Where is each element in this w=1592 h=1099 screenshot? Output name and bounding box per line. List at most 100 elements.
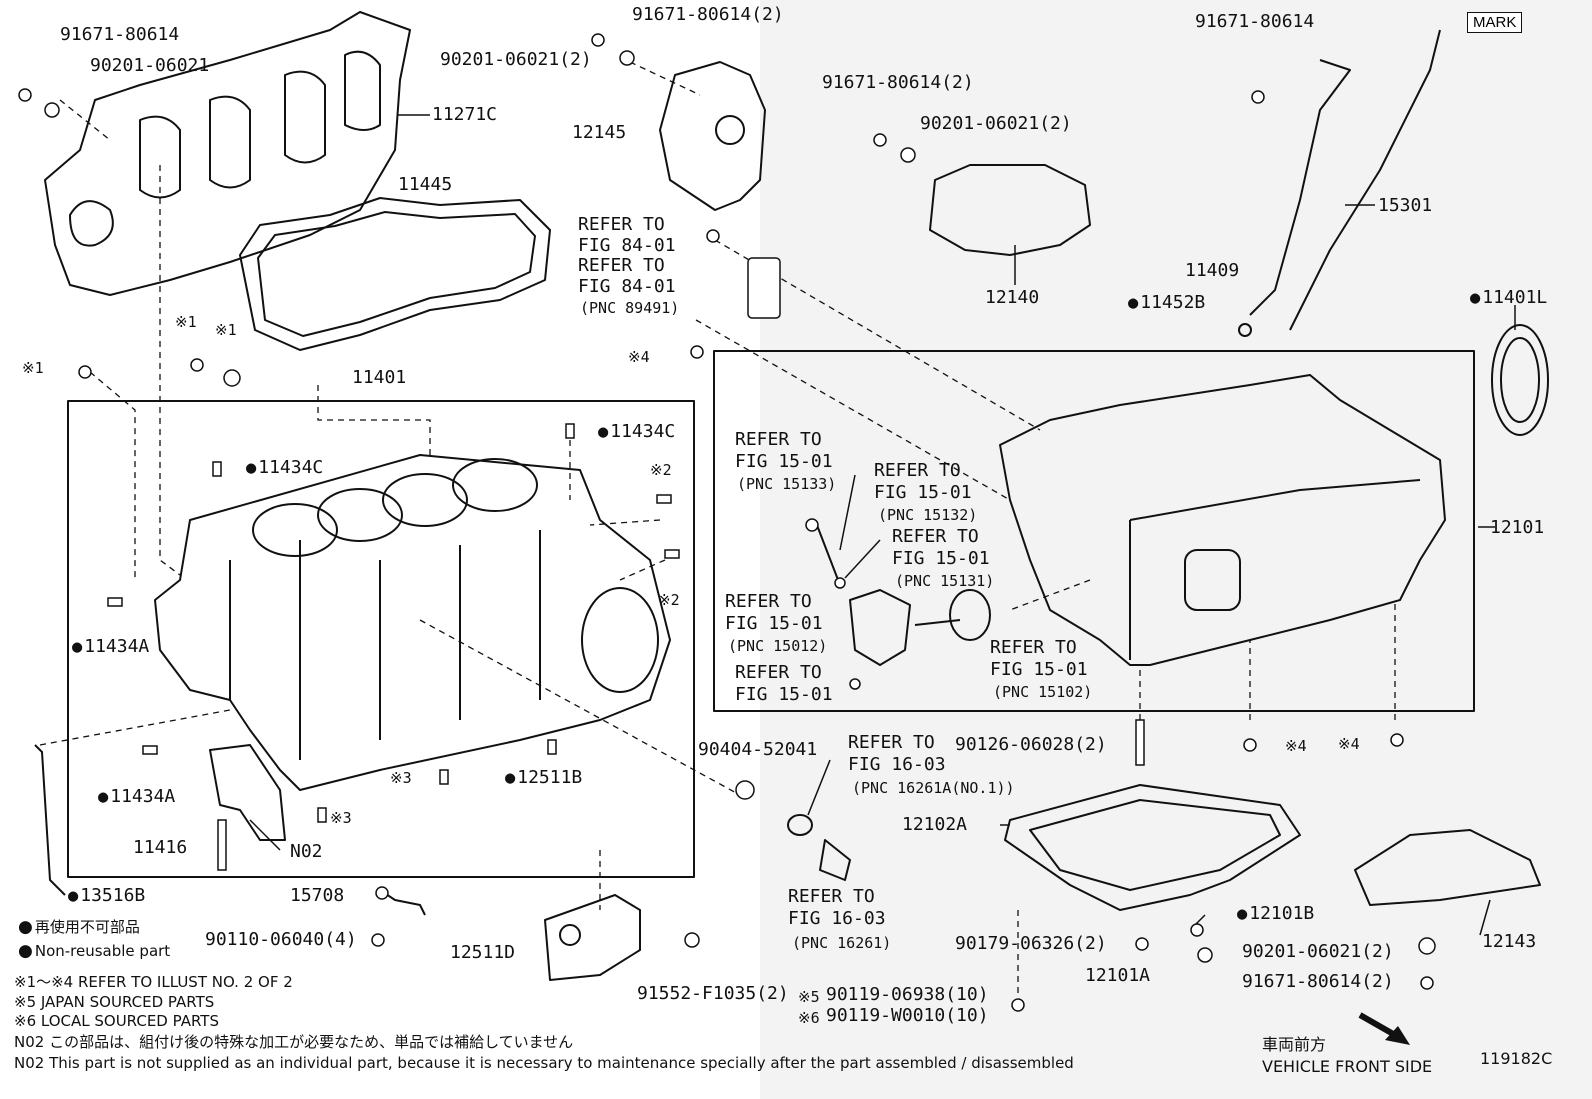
label-fig-84-01-b: FIG 84-01 xyxy=(578,276,676,297)
label-90201-06021-d: 90201-06021(2) xyxy=(1242,941,1394,962)
label-12145: 12145 xyxy=(572,122,627,143)
label-fig-84-01-a: FIG 84-01 xyxy=(578,235,676,256)
label-11445: 11445 xyxy=(398,174,453,195)
label-12101: 12101 xyxy=(1490,517,1545,538)
label-90119-06938: 90119-06938(10) xyxy=(826,984,989,1005)
label-90201-06021-c: 90201-06021(2) xyxy=(920,113,1072,134)
label-12511b: 12511B xyxy=(505,768,582,788)
legend-n02-en: N02 This part is not supplied as an indi… xyxy=(14,1054,1074,1072)
legend-jp-nonreusable: 再使用不可部品 xyxy=(18,918,140,936)
hose-shape xyxy=(819,839,851,881)
label-11401l: 11401L xyxy=(1470,288,1547,308)
pin-13516b-shape xyxy=(34,744,66,896)
label-11409: 11409 xyxy=(1185,260,1240,281)
label-11401: 11401 xyxy=(352,367,407,388)
label-11434a-a: 11434A xyxy=(72,637,149,657)
label-x5: ※5 xyxy=(798,988,820,1006)
oilpan-upper-shape xyxy=(999,374,1446,666)
oilpan-lower-shape xyxy=(1004,784,1301,911)
oil-seal-shape xyxy=(1491,324,1549,436)
pump-rotor-shape xyxy=(949,589,991,641)
label-x1-c: ※1 xyxy=(22,359,44,377)
label-pnc-89491: (PNC 89491) xyxy=(580,299,680,317)
label-11271c: 11271C xyxy=(432,104,498,125)
label-refer-1603-a: REFER TO xyxy=(848,732,935,753)
gasket-shape xyxy=(239,197,551,351)
label-refer-to-1a: REFER TO xyxy=(578,214,665,235)
bearing-cap-shape xyxy=(209,744,286,841)
label-15708: 15708 xyxy=(290,885,345,906)
intake-manifold-shape xyxy=(44,11,411,296)
block-group-frame xyxy=(67,400,695,878)
label-refer-15102-c: (PNC 15102) xyxy=(993,683,1093,701)
label-refer-to-2a: REFER TO xyxy=(578,255,665,276)
label-x4-c: ※4 xyxy=(1338,735,1360,753)
label-refer-15133-b: FIG 15-01 xyxy=(735,451,833,472)
label-91671-80614-e: 91671-80614(2) xyxy=(1242,971,1394,992)
oilpan-group-frame xyxy=(713,350,1475,712)
legend-n02-jp: N02 この部品は、組付け後の特殊な加工が必要なため、単品では補給していません xyxy=(14,1033,574,1051)
label-91671-80614-c: 91671-80614(2) xyxy=(822,72,974,93)
label-refer-15133-c: (PNC 15133) xyxy=(737,475,837,493)
label-refer-1501-a: REFER TO xyxy=(735,662,822,683)
label-mark: MARK xyxy=(1467,12,1523,33)
label-refer-15012-c: (PNC 15012) xyxy=(728,637,828,655)
label-refer-15132-a: REFER TO xyxy=(874,460,961,481)
label-90119-w0010: 90119-W0010(10) xyxy=(826,1005,989,1026)
label-x2-a: ※2 xyxy=(650,461,672,479)
label-refer-1501-b: FIG 15-01 xyxy=(735,684,833,705)
label-11434c-a: 11434C xyxy=(598,422,675,442)
legend-note-5: ※5 JAPAN SOURCED PARTS xyxy=(14,993,215,1011)
label-12102a: 12102A xyxy=(902,814,968,835)
label-x6: ※6 xyxy=(798,1009,820,1027)
label-91552-f1035: 91552-F1035(2) xyxy=(637,983,789,1004)
label-91671-80614-b: 91671-80614(2) xyxy=(632,4,784,25)
cover-12140-shape xyxy=(929,164,1091,256)
label-x1-a: ※1 xyxy=(175,313,197,331)
label-x4-a: ※4 xyxy=(628,348,650,366)
legend-note-6: ※6 LOCAL SOURCED PARTS xyxy=(14,1012,219,1030)
label-refer-15131-c: (PNC 15131) xyxy=(895,572,995,590)
label-refer-16261-c: (PNC 16261) xyxy=(792,934,892,952)
label-12101a: 12101A xyxy=(1085,965,1151,986)
label-90110-06040: 90110-06040(4) xyxy=(205,929,357,950)
figure-number: 119182C xyxy=(1480,1049,1553,1068)
label-n02: N02 xyxy=(290,841,323,862)
label-refer-16261-b: FIG 16-03 xyxy=(788,908,886,929)
oil-pump-shape xyxy=(849,589,911,666)
label-12101b: 12101B xyxy=(1237,904,1314,924)
label-refer-15012-b: FIG 15-01 xyxy=(725,613,823,634)
label-x3-b: ※3 xyxy=(330,809,352,827)
label-15301: 15301 xyxy=(1378,195,1433,216)
label-90404-52041: 90404-52041 xyxy=(698,739,818,760)
label-90179-06326: 90179-06326(2) xyxy=(955,933,1107,954)
label-11452b: 11452B xyxy=(1128,293,1205,313)
label-13516b: 13516B xyxy=(68,886,145,906)
label-refer-15012-a: REFER TO xyxy=(725,591,812,612)
label-11434c-b: 11434C xyxy=(246,458,323,478)
label-12140: 12140 xyxy=(985,287,1040,308)
label-90201-06021-b: 90201-06021(2) xyxy=(440,49,592,70)
bracket-12511d-shape xyxy=(544,894,641,981)
label-91671-80614-d: 91671-80614 xyxy=(1195,11,1315,32)
label-refer-15133-a: REFER TO xyxy=(735,429,822,450)
diagram-shaded-panel xyxy=(760,0,1592,1099)
dipstick-guide-shape xyxy=(1249,59,1351,316)
label-refer-1603-b: FIG 16-03 xyxy=(848,754,946,775)
front-arrow-shape xyxy=(1358,1012,1397,1038)
plate-12143-shape xyxy=(1354,829,1541,906)
label-x4-b: ※4 xyxy=(1285,737,1307,755)
label-11434a-b: 11434A xyxy=(98,787,175,807)
label-front-jp: 車両前方 xyxy=(1262,1035,1327,1054)
legend-note-1-4: ※1～※4 REFER TO ILLUST NO. 2 OF 2 xyxy=(14,973,293,991)
label-refer-15132-b: FIG 15-01 xyxy=(874,482,972,503)
label-refer-15132-c: (PNC 15132) xyxy=(878,506,978,524)
hose-clamp-shape xyxy=(787,814,813,836)
label-front-en: VEHICLE FRONT SIDE xyxy=(1262,1057,1433,1076)
label-refer-15131-a: REFER TO xyxy=(892,526,979,547)
label-x2-b: ※2 xyxy=(658,591,680,609)
dipstick-shape xyxy=(1289,29,1441,331)
label-x1-b: ※1 xyxy=(215,321,237,339)
